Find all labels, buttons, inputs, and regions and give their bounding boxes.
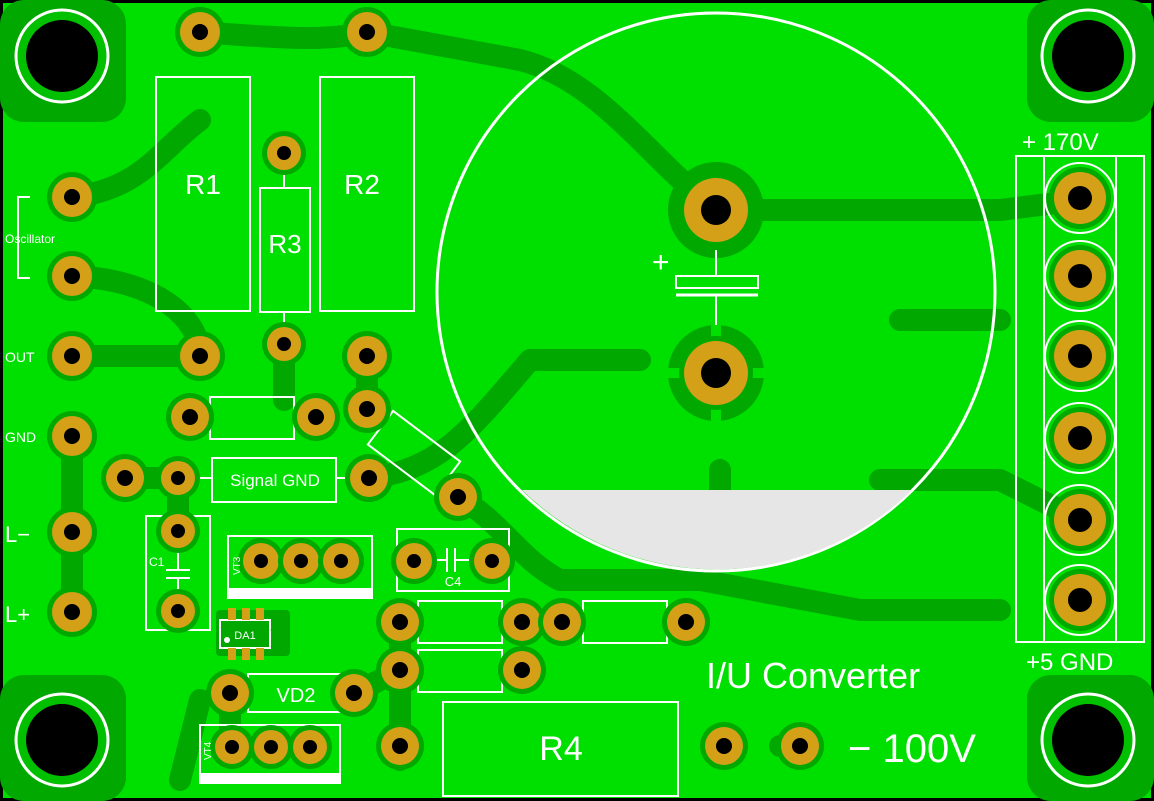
l-plus-label: L+ [5, 602, 30, 627]
da1-label: DA1 [234, 630, 255, 642]
pad [47, 411, 97, 461]
pad [166, 393, 214, 441]
pad [238, 538, 284, 584]
pad [498, 598, 546, 646]
pad [700, 722, 748, 770]
pad [262, 322, 306, 366]
r3-label: R3 [268, 229, 301, 259]
pad [156, 456, 200, 500]
pad [262, 131, 306, 175]
l-minus-label: L− [5, 522, 30, 547]
pad [1044, 402, 1116, 474]
pad [1044, 240, 1116, 312]
pad [47, 251, 97, 301]
pad [249, 725, 293, 769]
pad [330, 669, 378, 717]
pad [206, 669, 254, 717]
connector-outline [1015, 155, 1145, 643]
r2-label: R2 [344, 169, 380, 200]
pad [288, 725, 332, 769]
mounting-hole-top-left [0, 0, 126, 122]
pad [376, 598, 424, 646]
pad [101, 454, 149, 502]
pad [498, 646, 546, 694]
pad [391, 538, 437, 584]
signal-gnd-outline [211, 457, 337, 503]
pad [538, 598, 586, 646]
out-label: OUT [5, 349, 35, 365]
vt4-label: VT4 [203, 741, 214, 760]
mounting-hole-bottom-right [1027, 675, 1154, 801]
pad [210, 725, 254, 769]
gnd-label: GND [5, 429, 36, 445]
pad [292, 393, 340, 441]
pad [156, 509, 200, 553]
pad [343, 385, 391, 433]
minus-100v-label: − 100V [848, 727, 976, 771]
pad [662, 598, 710, 646]
pad [1044, 162, 1116, 234]
mounting-hole-top-right [1027, 0, 1154, 122]
signal-gnd-label: Signal GND [230, 471, 320, 490]
da1-chip [216, 608, 290, 660]
pad [318, 538, 364, 584]
pad [47, 172, 97, 222]
through-hole-pads [47, 7, 1116, 770]
plus-170v-label: + 170V [1022, 129, 1099, 156]
pad [47, 587, 97, 637]
pad [376, 722, 424, 770]
r1-outline [155, 76, 251, 312]
pad [278, 538, 324, 584]
vt4-flat-side [200, 773, 340, 783]
board-title: I/U Converter [706, 655, 920, 696]
silkscreen-text: R1 R2 R3 R4 Signal GND C1 C4 VT3 VT4 DA1… [5, 129, 1113, 771]
pad [342, 331, 392, 381]
c1-label: C1 [149, 555, 165, 569]
c4-label: C4 [445, 574, 462, 589]
pad [47, 507, 97, 557]
plus5-gnd-label: +5 GND [1026, 649, 1113, 676]
pad [469, 538, 515, 584]
mounting-hole-bottom-left [0, 675, 126, 801]
pad [345, 454, 393, 502]
pad [434, 473, 482, 521]
capacitor-plus-sign: + [652, 246, 670, 279]
pad [1044, 564, 1116, 636]
r2-outline [319, 76, 415, 312]
pad [679, 173, 753, 247]
pad [1044, 484, 1116, 556]
r1-label: R1 [185, 169, 221, 200]
pad [776, 722, 824, 770]
pad [1044, 320, 1116, 392]
r4-outline [442, 701, 679, 797]
pad [175, 7, 225, 57]
pad [156, 589, 200, 633]
oscillator-label: Oscillator [5, 232, 55, 246]
pad [175, 331, 225, 381]
vd2-label: VD2 [277, 685, 316, 707]
r4-label: R4 [539, 730, 582, 768]
vt3-flat-side [228, 588, 372, 598]
pad [342, 7, 392, 57]
pad [376, 646, 424, 694]
pad [679, 336, 753, 410]
pad [47, 331, 97, 381]
vt3-label: VT3 [232, 556, 243, 575]
